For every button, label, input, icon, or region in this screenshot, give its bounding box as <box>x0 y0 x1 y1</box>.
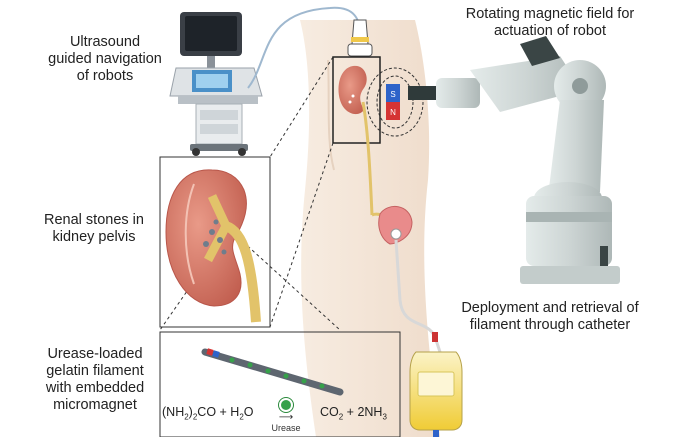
urease-enzyme: ⟶ Urease <box>268 398 304 433</box>
kidney-panel <box>159 156 271 328</box>
urease-icon <box>279 398 293 412</box>
reaction-arrow-icon: ⟶ <box>278 412 294 423</box>
svg-text:S: S <box>390 90 395 99</box>
small-kidney <box>338 65 374 216</box>
ultrasound-probe <box>347 19 373 57</box>
renal-stones-label: Renal stones in kidney pelvis <box>44 212 144 245</box>
ultrasound-label: Ultrasound guided navigation of robots <box>48 34 162 84</box>
magnetic-field-label: Rotating magnetic field for actuation of… <box>465 6 635 39</box>
urine-bag <box>409 332 463 437</box>
filament-label: Urease-loaded gelatin filament with embe… <box>45 346 145 413</box>
reaction-products: CO2 + 2NH3 <box>320 405 387 422</box>
filament-panel <box>159 331 401 437</box>
zoom-box <box>332 56 381 144</box>
deployment-label: Deployment and retrieval of filament thr… <box>461 300 639 333</box>
large-kidney <box>165 169 261 323</box>
patient-body <box>300 20 440 437</box>
ultrasound-machine <box>169 6 361 156</box>
robot-arm <box>408 36 620 284</box>
urease-reaction: (NH2)2CO + H2O ⟶ Urease CO2 + 2NH3 <box>160 396 396 433</box>
svg-text:N: N <box>390 108 396 117</box>
magnet: S N <box>366 67 424 137</box>
reaction-reactants: (NH2)2CO + H2O <box>162 405 254 422</box>
gelatin-filament <box>201 348 344 396</box>
